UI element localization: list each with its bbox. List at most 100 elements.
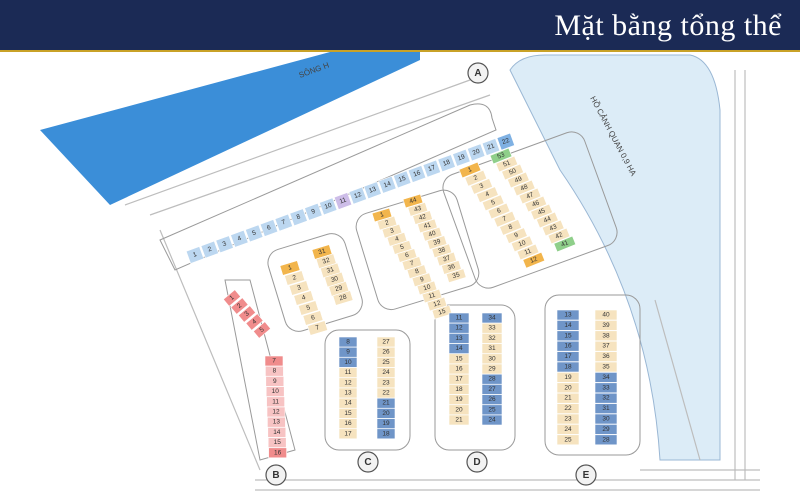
lot-a-block-left-7[interactable]: 8	[499, 219, 522, 236]
lot-e-left-11[interactable]: 24	[556, 424, 580, 435]
lot-a-block-right-1[interactable]: 51	[495, 155, 519, 173]
lot-a-block-right-4[interactable]: 48	[512, 179, 536, 197]
lot-a-strip-8[interactable]: 9	[304, 202, 323, 221]
lot-c-bot-right-9[interactable]: 18	[376, 428, 396, 440]
lot-a-strip-20[interactable]: 21	[481, 138, 501, 156]
lot-e-left-7[interactable]: 20	[556, 382, 580, 394]
lot-e-right-7[interactable]: 33	[594, 382, 618, 394]
lot-c-bot-left-1[interactable]: 9	[338, 346, 358, 358]
lot-e-right-6[interactable]: 34	[594, 372, 618, 383]
lot-d-bot-left-5[interactable]: 16	[448, 363, 470, 375]
lot-c-bot-right-8[interactable]: 19	[376, 418, 396, 429]
lot-d-top-right-9[interactable]: 35	[445, 268, 467, 284]
lot-b-top-3[interactable]: 4	[245, 313, 264, 331]
lot-a-block-left-11[interactable]: 12	[522, 251, 546, 269]
lot-c-bot-left-6[interactable]: 14	[338, 397, 358, 409]
lot-c-bot-right-7[interactable]: 20	[376, 408, 396, 419]
lot-a-strip-9[interactable]: 10	[319, 197, 338, 216]
lot-a-strip-4[interactable]: 5	[245, 224, 264, 243]
lot-b-lower-1[interactable]: 8	[265, 365, 284, 377]
lot-e-left-12[interactable]: 25	[556, 434, 580, 446]
lot-d-top-right-3[interactable]: 41	[417, 218, 438, 234]
lot-d-bot-right-6[interactable]: 28	[481, 373, 503, 385]
lot-c-bot-right-6[interactable]: 21	[376, 397, 396, 409]
lot-d-top-left-12[interactable]: 15	[431, 304, 453, 320]
lot-d-bot-left-3[interactable]: 14	[448, 343, 470, 354]
lot-a-block-left-10[interactable]: 11	[516, 243, 540, 261]
lot-a-block-right-11[interactable]: 41	[553, 235, 577, 253]
lot-d-bot-right-0[interactable]: 34	[481, 312, 503, 324]
lot-a-strip-18[interactable]: 19	[452, 148, 471, 167]
lot-d-bot-left-10[interactable]: 21	[448, 414, 470, 426]
lot-b-lower-8[interactable]: 15	[267, 437, 287, 448]
lot-a-block-left-3[interactable]: 4	[476, 186, 499, 203]
lot-e-right-3[interactable]: 37	[594, 340, 618, 352]
lot-e-right-1[interactable]: 39	[594, 320, 618, 331]
lot-c-bot-right-0[interactable]: 27	[376, 336, 396, 348]
lot-b-lower-7[interactable]: 14	[267, 427, 287, 438]
lot-d-top-right-2[interactable]: 42	[412, 210, 433, 225]
lot-e-left-3[interactable]: 16	[556, 340, 580, 352]
lot-b-lower-5[interactable]: 12	[266, 406, 286, 418]
lot-c-bot-left-7[interactable]: 15	[338, 408, 358, 419]
lot-a-strip-7[interactable]: 8	[289, 208, 308, 227]
lot-b-lower-6[interactable]: 13	[267, 416, 286, 428]
lot-a-block-left-0[interactable]: 1	[458, 161, 482, 179]
lot-c-bot-right-1[interactable]: 26	[376, 346, 396, 358]
lot-c-bot-left-4[interactable]: 12	[338, 377, 358, 389]
lot-a-strip-12[interactable]: 13	[363, 181, 382, 200]
lot-a-strip-6[interactable]: 7	[274, 213, 293, 232]
lot-d-bot-right-1[interactable]: 33	[481, 322, 503, 334]
lot-c-bot-right-3[interactable]: 24	[376, 367, 396, 378]
lot-d-bot-left-1[interactable]: 12	[448, 322, 470, 334]
lot-d-top-right-4[interactable]: 40	[421, 226, 443, 242]
lot-e-right-10[interactable]: 30	[594, 413, 618, 425]
lot-e-right-11[interactable]: 29	[594, 424, 618, 435]
lot-d-bot-right-3[interactable]: 31	[481, 343, 503, 354]
lot-a-block-right-10[interactable]: 42	[547, 227, 571, 245]
lot-a-block-left-6[interactable]: 7	[493, 210, 517, 228]
lot-b-lower-2[interactable]: 9	[265, 376, 285, 387]
lot-c-bot-left-3[interactable]: 11	[338, 367, 358, 378]
lot-b-top-4[interactable]: 5	[252, 321, 272, 339]
lot-a-strip-0[interactable]: 1	[185, 246, 205, 264]
lot-e-right-12[interactable]: 28	[594, 434, 618, 446]
lot-a-strip-3[interactable]: 4	[230, 229, 249, 248]
lot-a-block-left-9[interactable]: 10	[510, 235, 534, 253]
lot-a-strip-19[interactable]: 20	[467, 143, 486, 162]
lot-a-block-left-8[interactable]: 9	[505, 227, 528, 244]
lot-c-top-left-6[interactable]: 7	[307, 320, 329, 336]
lot-c-bot-right-5[interactable]: 22	[376, 387, 396, 399]
lot-d-bot-right-5[interactable]: 29	[481, 363, 503, 375]
lot-b-lower-9[interactable]: 16	[268, 447, 287, 459]
lot-d-bot-right-9[interactable]: 25	[481, 404, 503, 416]
lot-a-strip-21[interactable]: 22	[496, 132, 515, 151]
lot-e-right-9[interactable]: 31	[594, 403, 618, 414]
lot-a-block-right-9[interactable]: 43	[541, 219, 565, 237]
lot-a-strip-13[interactable]: 14	[378, 175, 397, 194]
lot-d-bot-right-7[interactable]: 27	[481, 384, 503, 395]
lot-a-block-right-8[interactable]: 44	[536, 211, 559, 229]
lot-e-right-4[interactable]: 36	[594, 351, 618, 362]
lot-d-top-right-0[interactable]: 44	[402, 193, 424, 209]
lot-e-right-0[interactable]: 40	[594, 309, 618, 321]
lot-d-top-right-7[interactable]: 37	[436, 251, 457, 267]
lot-a-strip-16[interactable]: 17	[422, 159, 441, 178]
lot-e-left-8[interactable]: 21	[556, 392, 580, 404]
lot-d-bot-left-4[interactable]: 15	[448, 353, 470, 365]
lot-c-top-left-4[interactable]: 5	[297, 300, 319, 316]
lot-d-bot-right-8[interactable]: 26	[481, 394, 503, 405]
lot-a-block-left-2[interactable]: 3	[470, 178, 493, 195]
lot-d-bot-left-8[interactable]: 19	[448, 394, 470, 405]
lot-a-block-right-7[interactable]: 45	[530, 203, 553, 221]
lot-a-block-right-3[interactable]: 49	[507, 171, 530, 189]
lot-c-bot-right-2[interactable]: 25	[376, 357, 396, 368]
lot-a-block-right-0[interactable]: 53	[489, 147, 513, 165]
lot-a-block-right-6[interactable]: 46	[524, 195, 548, 213]
lot-c-top-left-1[interactable]: 2	[284, 270, 306, 286]
lot-c-top-left-5[interactable]: 6	[302, 310, 324, 326]
lot-e-left-4[interactable]: 17	[556, 351, 580, 362]
lot-c-bot-left-5[interactable]: 13	[338, 387, 358, 399]
lot-a-strip-14[interactable]: 15	[393, 170, 412, 189]
lot-b-lower-0[interactable]: 7	[264, 355, 284, 367]
